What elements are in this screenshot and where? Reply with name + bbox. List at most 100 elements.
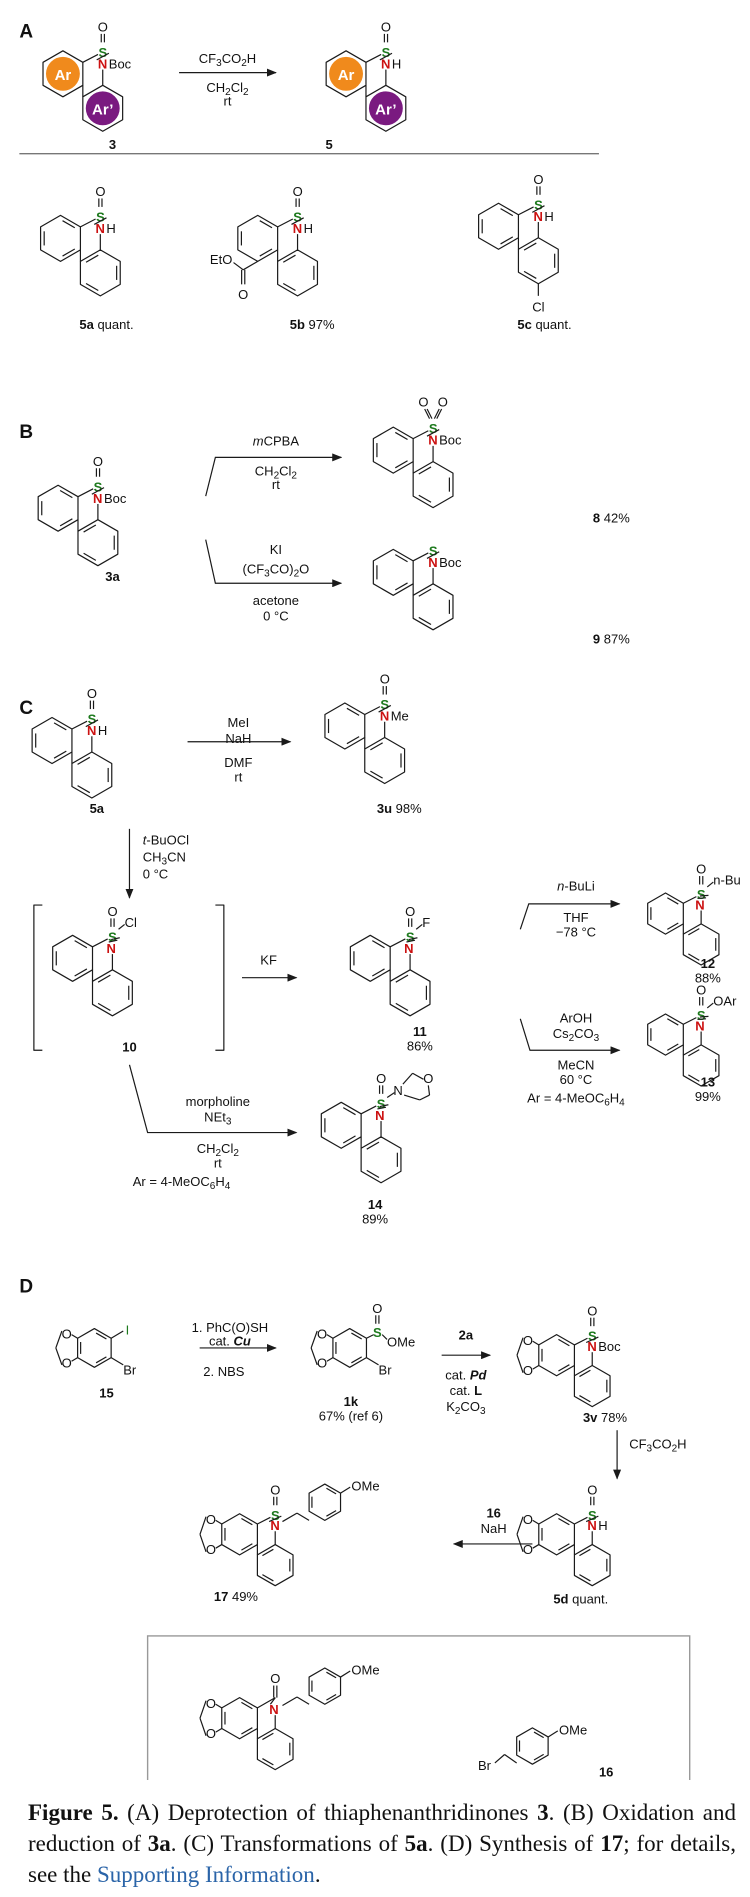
left-benzene-ring: [538, 1334, 576, 1377]
double-bond: [523, 242, 537, 251]
sulfur-atom: S: [98, 45, 107, 60]
double-bond: [77, 756, 91, 765]
double-bond: [85, 254, 99, 263]
ring-outline: [647, 892, 684, 935]
double-bond: [523, 270, 537, 279]
n-substituent: Boc: [109, 56, 132, 71]
double-bond: [83, 524, 97, 533]
compound-label-1k: 1k: [344, 1394, 359, 1409]
c-ome-bond: [340, 1670, 351, 1678]
morpholine-bond: [403, 1094, 421, 1101]
s-n-bond: [291, 217, 304, 225]
c-s-bond: [412, 552, 429, 562]
solvent-dcm: CH2Cl2: [206, 80, 249, 98]
ar-ring-highlight: [45, 56, 80, 91]
ring-outline: [573, 1543, 611, 1587]
n-substituent: H: [392, 56, 401, 71]
double-bond: [326, 1671, 337, 1679]
n-substituent: Boc: [598, 1339, 621, 1354]
compound-label-9: 9 87%: [593, 632, 630, 647]
s-o-double-bond: [426, 408, 433, 419]
oxygen-atom: O: [293, 184, 303, 199]
base-k2co3: K2CO3: [446, 1399, 486, 1417]
ring-outline: [277, 249, 319, 297]
temperature-rt: rt: [224, 93, 232, 108]
oxygen-atom: O: [696, 862, 706, 877]
double-bond: [370, 770, 383, 779]
nitrogen-atom: N: [533, 209, 542, 224]
methoxy-group: OMe: [559, 1723, 587, 1738]
reagent-tfa: CF3CO2H: [199, 51, 256, 69]
oxygen-atom: O: [238, 287, 248, 302]
methylene-bond: [199, 1534, 207, 1553]
s-n-bond: [378, 704, 392, 713]
ring-outline: [478, 202, 520, 250]
reagent-nbs: 2. NBS: [203, 1364, 245, 1379]
solvent-mecn: MeCN: [558, 1058, 595, 1073]
compound-label-11: 11: [413, 1024, 427, 1039]
double-bond: [326, 1487, 337, 1495]
c-s-bond: [360, 1105, 377, 1115]
left-benzene-ring: [478, 202, 520, 250]
n-substituent: H: [598, 1518, 607, 1533]
caption-text: . (B) Oxidation and reduction of: [28, 1800, 737, 1856]
reagent-morpholine: morpholine: [186, 1094, 250, 1109]
sulfur-atom: S: [534, 197, 543, 212]
s-n-double-bond: [697, 897, 707, 900]
double-bond: [342, 1107, 356, 1116]
s-n-double-bond: [406, 939, 416, 943]
bromine-atom: Br: [379, 1363, 393, 1378]
c-n-bond: [269, 1697, 276, 1705]
right-benzene-ring: [389, 969, 431, 1017]
double-bond: [372, 940, 385, 949]
sulfur-atom: S: [406, 929, 415, 944]
left-benzene-ring: [647, 1013, 684, 1056]
ring-outline: [538, 1513, 576, 1556]
panel-label-a: A: [19, 22, 33, 43]
nitrogen-atom: N: [270, 1518, 279, 1533]
reagent-mcpba: mCPBA: [253, 433, 300, 448]
reagent-nbuli: n-BuLi: [557, 879, 595, 894]
left-benzene-ring: [37, 484, 79, 532]
oxygen-atom: O: [270, 1671, 280, 1686]
oxygen-atom: O: [438, 395, 448, 410]
ar-label: Ar: [338, 67, 355, 84]
reference-structures-box: [146, 1635, 691, 1780]
yield-13: 99%: [695, 1089, 721, 1104]
double-bond: [688, 1049, 700, 1057]
double-bond: [558, 1517, 570, 1526]
sulfur-atom: S: [697, 887, 706, 902]
right-benzene-ring: [573, 1364, 611, 1408]
double-bond: [667, 1043, 679, 1051]
double-bond: [97, 1002, 111, 1011]
nitrogen-atom: N: [375, 1108, 384, 1123]
c-s-bond: [574, 1516, 588, 1525]
sulfur-atom: S: [377, 1096, 386, 1111]
s-o-double-bond: [436, 408, 443, 419]
ring-outline: [237, 214, 279, 262]
ring-outline: [221, 1697, 258, 1740]
compound-label-5b: 5b 97%: [290, 317, 335, 332]
ethyl-bond: [282, 1696, 298, 1707]
ring-outline: [364, 736, 406, 785]
c-s-bond: [77, 488, 94, 498]
ring-outline: [39, 214, 82, 262]
ethyl-bond: [504, 1754, 518, 1764]
yield-14: 89%: [362, 1211, 388, 1226]
n-substituent: Boc: [439, 433, 462, 448]
c-o-bond: [215, 1727, 223, 1733]
oxygen-atom: O: [270, 1482, 280, 1497]
s-substituent-bond: [706, 881, 714, 888]
left-benzene-ring: [221, 1697, 258, 1740]
oxygen-atom: O: [523, 1542, 533, 1557]
supporting-information-link[interactable]: Supporting Information: [96, 1862, 315, 1887]
methoxyphenyl-ring: [308, 1483, 342, 1521]
base-cs2co3: Cs2CO3: [553, 1026, 600, 1044]
ethyl-bond: [296, 1512, 310, 1521]
ar-ring-highlight: [329, 56, 363, 91]
ester-bond: [242, 260, 259, 271]
double-bond: [366, 1169, 380, 1178]
reagent-thioacid: 1. PhC(O)SH: [192, 1320, 269, 1335]
double-bond: [558, 1364, 570, 1372]
double-bond: [579, 1574, 591, 1582]
